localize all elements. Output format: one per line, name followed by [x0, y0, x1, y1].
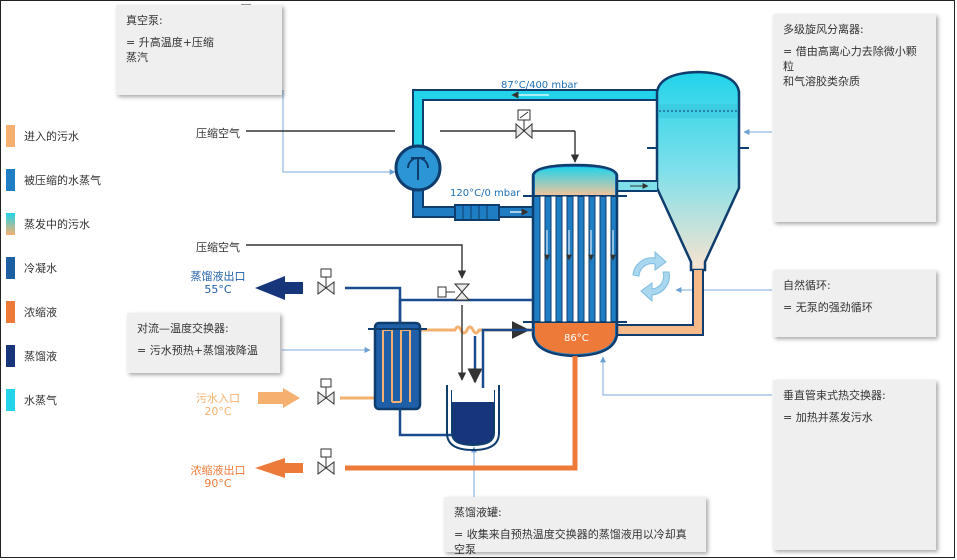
- legend-swatch: [6, 213, 15, 235]
- cyclone-callout: 多级旋风分离器: = 借由高离心力去除微小颗粒 和气溶胶类杂质: [773, 14, 936, 222]
- legend-item: 水蒸气: [6, 378, 126, 422]
- concentrate-temp-label: 90°C: [204, 477, 232, 490]
- distillate-pipes: [345, 286, 533, 437]
- legend-label: 蒸发中的污水: [24, 218, 90, 231]
- legend-swatch: [6, 301, 15, 323]
- evaporator-tube: [583, 195, 590, 323]
- sump-temp-label: 86°C: [564, 333, 589, 344]
- concentrate-out-label: 浓缩液出口: [190, 464, 246, 477]
- heat-exchanger-callout: 对流—温度交换器: = 污水预热+蒸馏液降温: [127, 313, 280, 373]
- distillate-tank-callout: 蒸馏液罐: = 收集来自预热温度交换器的蒸馏液用以冷却真空泵: [444, 497, 706, 556]
- compressed-air-label-1: 压缩空气: [196, 127, 240, 140]
- natural-circulation-callout: 自然循环: = 无泵的强劲循环: [773, 270, 936, 337]
- concentrate-valve[interactable]: [317, 448, 335, 475]
- feed-pipe: [258, 321, 533, 408]
- distillate-out-label: 蒸馏液出口: [190, 270, 246, 283]
- concentrate-pipe: [255, 356, 578, 478]
- legend: 进入的污水被压缩的水蒸气蒸发中的污水冷凝水浓缩液蒸馏液水蒸气: [6, 114, 126, 422]
- legend-item: 进入的污水: [6, 114, 126, 158]
- steam-control-valve[interactable]: [515, 109, 533, 140]
- vertical-exchanger-callout: 垂直管束式热交换器: = 加热并蒸发污水: [773, 380, 936, 550]
- evaporator-tube: [561, 195, 568, 323]
- evaporator-tube: [605, 195, 612, 323]
- legend-item: 被压缩的水蒸气: [6, 158, 126, 202]
- steam-pipe: [412, 89, 657, 148]
- legend-swatch: [6, 169, 15, 191]
- evaporator-tubes: [539, 195, 616, 323]
- legend-label: 被压缩的水蒸气: [24, 174, 101, 187]
- legend-swatch: [6, 389, 15, 411]
- cyclone-separator-vessel: [647, 70, 749, 272]
- air-control-valve[interactable]: [437, 283, 471, 301]
- wastewater-in-label: 污水入口: [196, 392, 240, 405]
- compressor-symbol[interactable]: [394, 144, 442, 192]
- natural-circulation-desc: = 无泵的强劲循环: [783, 301, 873, 314]
- inline-heater: [454, 204, 500, 221]
- legend-swatch: [6, 345, 15, 367]
- compressed-air-line-1: [246, 130, 580, 163]
- legend-item: 冷凝水: [6, 246, 126, 290]
- legend-label: 进入的污水: [24, 130, 79, 143]
- evaporator-tube: [550, 195, 557, 323]
- vertical-exchanger-desc: = 加热并蒸发污水: [783, 411, 873, 424]
- legend-item: 蒸馏液: [6, 334, 126, 378]
- evaporator-tube: [572, 195, 579, 323]
- distillate-tank-title: 蒸馏液罐:: [454, 506, 502, 519]
- distillate-tank-desc: = 收集来自预热温度交换器的蒸馏液用以冷却真空泵: [454, 528, 687, 556]
- distillate-tank: [446, 385, 500, 452]
- cyclone-title: 多级旋风分离器:: [783, 23, 864, 36]
- legend-label: 浓缩液: [24, 306, 57, 319]
- compressed-air-line-2: [246, 244, 467, 381]
- legend-label: 蒸馏液: [24, 350, 57, 363]
- legend-swatch: [6, 257, 15, 279]
- natural-circulation-title: 自然循环:: [783, 279, 831, 292]
- vacuum-pump-title: 真空泵:: [126, 14, 163, 27]
- distillate-valve[interactable]: [317, 268, 335, 295]
- heat-exchanger-title: 对流—温度交换器:: [137, 322, 229, 335]
- heat-exchanger-desc: = 污水预热+蒸馏液降温: [137, 344, 258, 357]
- legend-swatch: [6, 125, 15, 147]
- circulation-arrows: [632, 250, 670, 303]
- vacuum-pump-callout: 真空泵: = 升高温度+压缩 蒸汽: [116, 5, 282, 95]
- vacuum-pump-desc: = 升高温度+压缩 蒸汽: [126, 36, 214, 64]
- wastewater-temp-label: 20°C: [204, 405, 232, 418]
- evaporator-tube: [594, 195, 601, 323]
- vertical-exchanger-title: 垂直管束式热交换器:: [783, 389, 886, 402]
- legend-item: 蒸发中的污水: [6, 202, 126, 246]
- distillate-outlet-arrow: [255, 276, 303, 300]
- cyclone-desc: = 借由高离心力去除微小颗粒 和气溶胶类杂质: [783, 45, 917, 88]
- legend-label: 冷凝水: [24, 262, 57, 275]
- evaporator-tube: [539, 195, 546, 323]
- feed-valve[interactable]: [317, 378, 335, 405]
- legend-item: 浓缩液: [6, 290, 126, 334]
- counterflow-heat-exchanger: [368, 321, 427, 411]
- compressed-air-label-2: 压缩空气: [196, 241, 240, 254]
- circulation-return-pipe: [617, 270, 704, 336]
- steam-mid-label: 120°C/0 mbar: [450, 188, 521, 199]
- distillate-temp-label: 55°C: [204, 283, 232, 296]
- steam-top-label: 87°C/400 mbar: [501, 80, 578, 91]
- legend-label: 水蒸气: [24, 394, 57, 407]
